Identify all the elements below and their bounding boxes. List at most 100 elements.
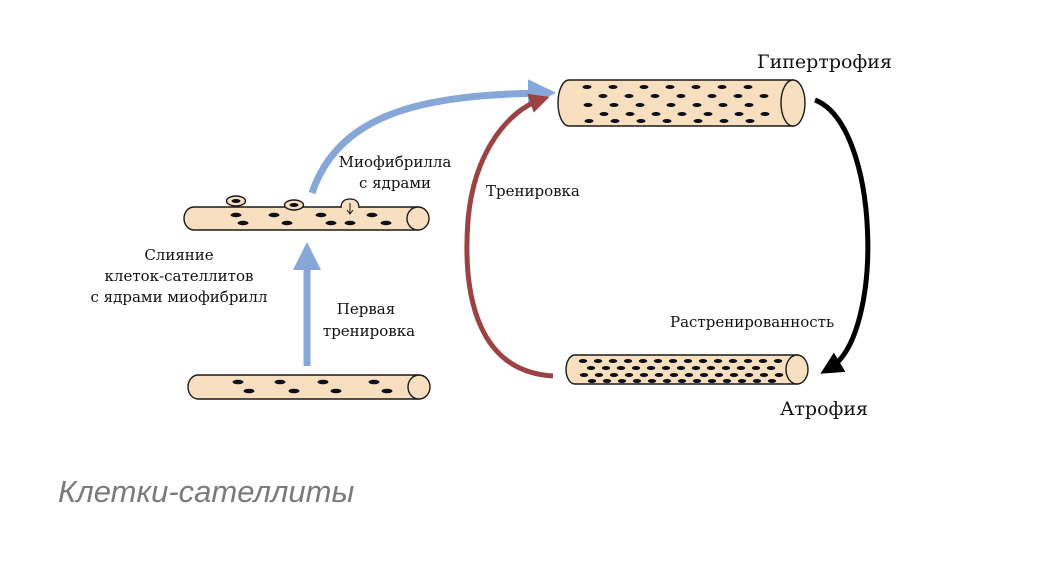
label-hypertrophy: Гипертрофия — [757, 51, 892, 73]
nucleus — [691, 85, 701, 89]
nucleus — [774, 373, 784, 377]
nucleus — [587, 379, 597, 383]
nucleus — [608, 359, 618, 363]
nucleus — [647, 379, 657, 383]
fiber-atrophy — [565, 354, 809, 385]
nucleus — [623, 359, 633, 363]
nucleus — [733, 94, 743, 98]
nucleus — [736, 366, 746, 370]
nucleus — [609, 373, 619, 377]
nucleus — [692, 103, 702, 107]
nucleus — [737, 379, 747, 383]
nucleus — [721, 366, 731, 370]
nucleus — [651, 112, 661, 116]
nucleus — [759, 373, 769, 377]
label-detraining: Растренированность — [670, 313, 834, 331]
nucleus — [719, 119, 729, 123]
nucleus — [760, 112, 770, 116]
nucleus — [752, 379, 762, 383]
arrow-detraining — [813, 97, 871, 374]
nucleus — [669, 373, 679, 377]
nucleus — [653, 359, 663, 363]
nucleus — [609, 103, 619, 107]
fiber-initial-nuclei — [232, 379, 393, 394]
nucleus — [676, 366, 686, 370]
nucleus — [608, 85, 618, 89]
nucleus — [646, 366, 656, 370]
nucleus — [707, 379, 717, 383]
nucleus — [617, 379, 627, 383]
nucleus — [677, 112, 687, 116]
label-first-training-line2: тренировка — [323, 322, 415, 340]
nucleus — [638, 359, 648, 363]
figure-caption: Клетки-сателлиты — [58, 474, 355, 509]
nucleus — [594, 373, 604, 377]
nucleus — [665, 85, 675, 89]
nucleus — [713, 359, 723, 363]
nucleus — [691, 366, 701, 370]
nucleus — [668, 359, 678, 363]
fiber-hypertrophy-nuclei — [582, 85, 770, 123]
nucleus — [625, 112, 635, 116]
nucleus — [650, 94, 660, 98]
label-training: Тренировка — [486, 182, 580, 200]
nucleus — [632, 379, 642, 383]
nucleus — [758, 359, 768, 363]
nucleus — [698, 359, 708, 363]
nucleus — [654, 373, 664, 377]
nucleus — [578, 359, 588, 363]
fiber-myofibril — [183, 195, 430, 231]
nucleus — [661, 366, 671, 370]
nucleus — [717, 85, 727, 89]
nucleus — [743, 85, 753, 89]
fiber-myofibril-nuclei — [230, 212, 392, 226]
nucleus — [751, 366, 761, 370]
nucleus — [743, 359, 753, 363]
nucleus — [677, 379, 687, 383]
nucleus — [598, 94, 608, 98]
nucleus — [734, 112, 744, 116]
label-first-training-line1: Первая — [337, 300, 395, 318]
fiber-hypertrophy — [557, 79, 806, 127]
fiber-initial — [187, 374, 431, 400]
label-myofibril-line1: Миофибрилла — [339, 153, 452, 171]
nucleus — [584, 119, 594, 123]
nucleus — [631, 366, 641, 370]
nucleus — [745, 119, 755, 123]
nucleus — [703, 112, 713, 116]
nucleus — [593, 359, 603, 363]
nucleus — [676, 94, 686, 98]
arrow-training — [464, 93, 554, 379]
nucleus — [699, 373, 709, 377]
nucleus — [729, 373, 739, 377]
nucleus — [601, 366, 611, 370]
nucleus — [728, 359, 738, 363]
nucleus — [624, 373, 634, 377]
nucleus — [579, 373, 589, 377]
nucleus — [636, 119, 646, 123]
nucleus — [635, 103, 645, 107]
nucleus — [582, 85, 592, 89]
nucleus — [639, 85, 649, 89]
nucleus — [718, 103, 728, 107]
nucleus — [684, 373, 694, 377]
label-fusion-line2: клеток-сателлитов — [105, 267, 254, 285]
nucleus — [662, 379, 672, 383]
nucleus — [744, 103, 754, 107]
nucleus — [599, 112, 609, 116]
nucleus — [759, 94, 769, 98]
nucleus — [773, 359, 783, 363]
nucleus — [766, 366, 776, 370]
nucleus — [707, 94, 717, 98]
nucleus — [583, 103, 593, 107]
nucleus — [602, 379, 612, 383]
nucleus — [744, 373, 754, 377]
nucleus — [624, 94, 634, 98]
nucleus — [683, 359, 693, 363]
nucleus — [616, 366, 626, 370]
satellite-cells — [225, 195, 360, 215]
arrow-to-hypertrophy — [308, 79, 556, 195]
nucleus — [714, 373, 724, 377]
